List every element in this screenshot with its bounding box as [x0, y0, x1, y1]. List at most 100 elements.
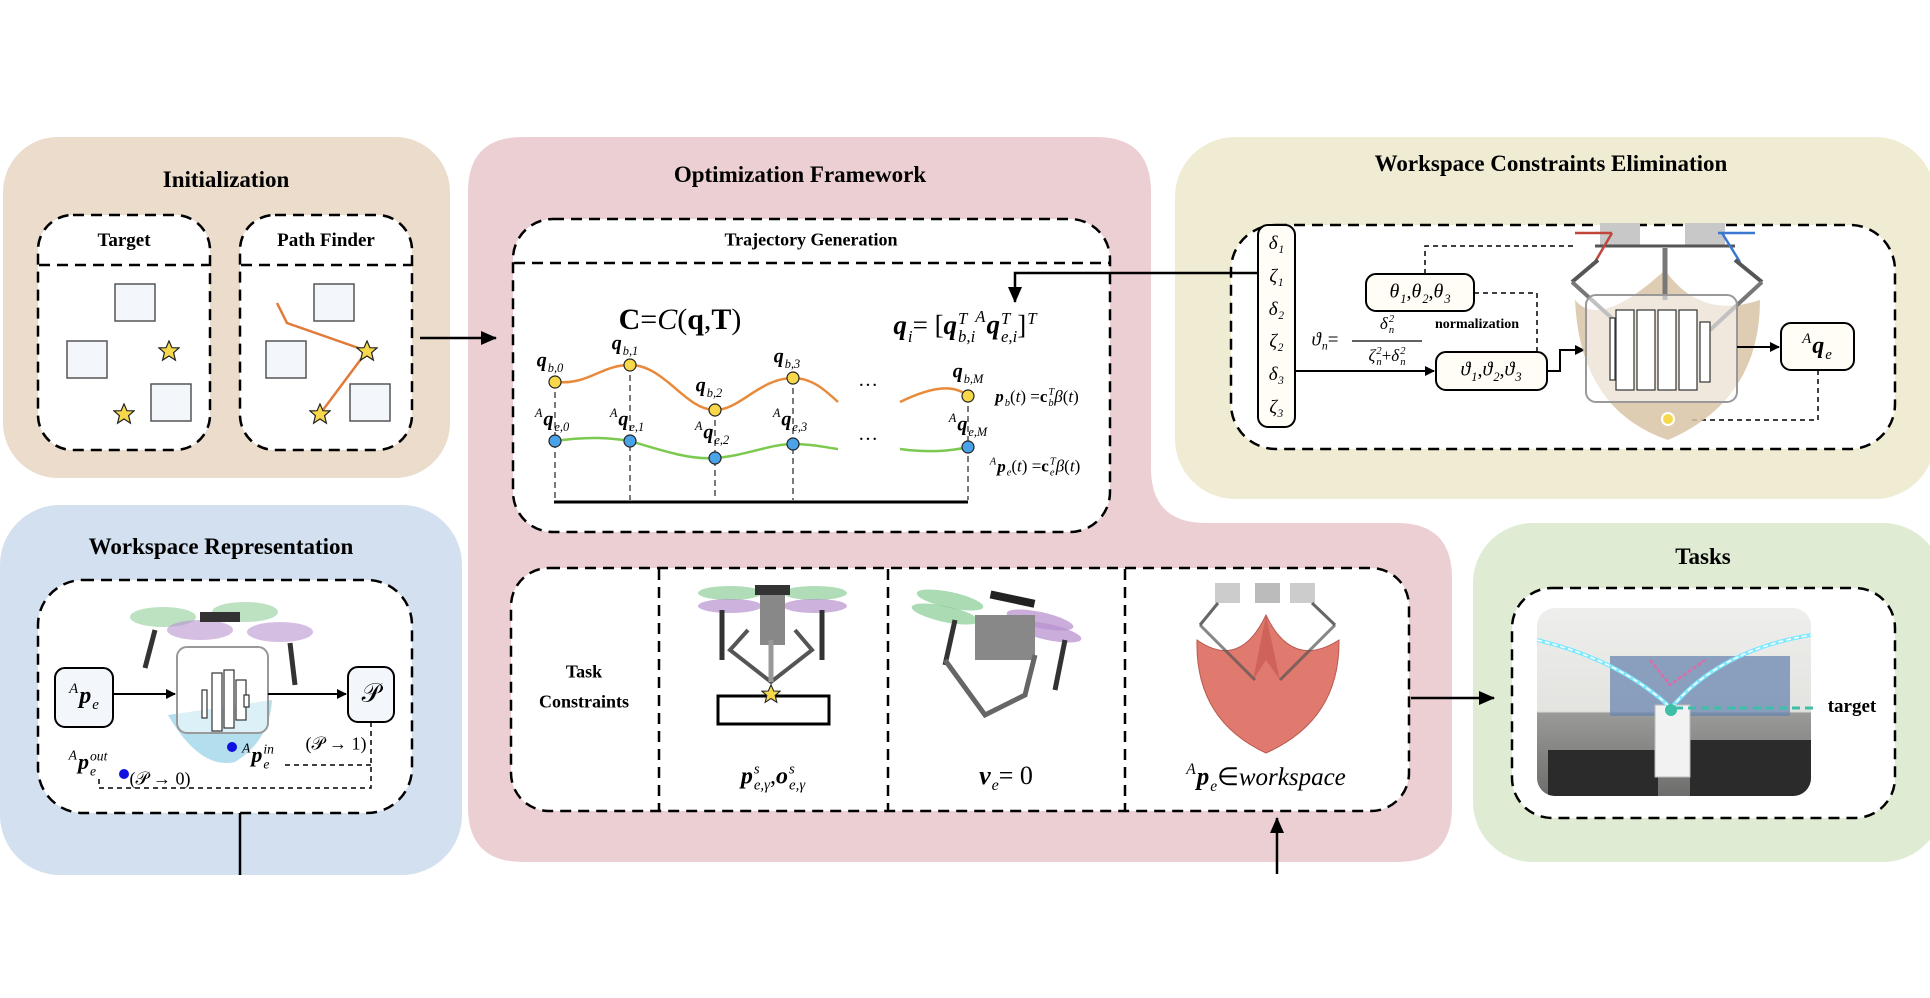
task-constraints-label-line2: Constraints [538, 691, 630, 712]
input-label: Ap e [69, 681, 99, 714]
drone-tilted-illustration [911, 589, 1082, 719]
end-effector-point [1661, 412, 1675, 426]
math-token: β [1055, 457, 1065, 477]
ee-waypoint-label: Aq e,3 [773, 406, 807, 434]
velocity-constraint: v e = 0 [979, 761, 1033, 795]
math-token: 𝒫 [361, 678, 381, 708]
ee-waypoint-label: Aq e,2 [695, 419, 729, 447]
ee-waypoint [961, 440, 975, 454]
math-token: , [1499, 358, 1505, 381]
angles-to-network-arrow [1547, 345, 1585, 372]
tasks-title: Tasks [1675, 544, 1731, 569]
obstacle [313, 283, 355, 322]
ellipsis-ee: ··· [858, 428, 878, 451]
normalization-formula-lhs: ϑ n = [1312, 329, 1339, 354]
task-constraints-label-line1: Task [565, 661, 603, 682]
ee-waypoint-label: Aq e,1 [610, 406, 644, 434]
math-token: , [703, 303, 712, 336]
initialization-title: Initialization [162, 167, 290, 192]
math-token: = [1327, 329, 1339, 351]
math-token: ϑ 3 [1504, 358, 1522, 384]
target-box [36, 213, 212, 452]
math-token: Ap e [69, 680, 99, 713]
ee-waypoint [548, 434, 562, 448]
math-token: t [1069, 457, 1075, 477]
math-token: t [1017, 457, 1022, 477]
obstacle [114, 283, 156, 322]
math-token: ( [1064, 457, 1070, 477]
dashed-link [1424, 245, 1575, 274]
math-token: ∈ [1217, 763, 1239, 791]
math-token: ( [1062, 386, 1069, 406]
trajectory-generation-title: Trajectory Generation [724, 229, 898, 250]
math-token: + [1381, 345, 1392, 365]
math-token: ( [1011, 457, 1018, 477]
math-token: workspace [1238, 763, 1346, 791]
math-token: Aq e,M [948, 410, 988, 440]
base-waypoint [623, 358, 637, 372]
network-layers [1609, 309, 1711, 391]
math-token: , [1428, 280, 1434, 303]
math-token: ϑ 1 [1460, 358, 1478, 384]
math-token: T [711, 303, 732, 336]
math-token: ϑ 2 [1482, 358, 1500, 384]
param-symbol: ζ₂ [1269, 331, 1284, 353]
math-token: ( [677, 303, 688, 336]
math-token: Ap e [1186, 760, 1218, 795]
obstacle [265, 340, 307, 379]
param-symbol: δ₂ [1268, 298, 1285, 320]
math-token: v e [979, 761, 999, 795]
math-token: q b,3 [773, 345, 801, 371]
math-token: ) [1073, 386, 1079, 406]
target-title: Target [97, 230, 151, 251]
delta-robot-workspace-illustration [1570, 223, 1764, 440]
param-symbol: ζ₃ [1269, 396, 1284, 418]
normalized-angles-label: ϑ 1, ϑ 2, ϑ 3 [1460, 358, 1521, 384]
drone-grasp-illustration [698, 585, 847, 726]
math-token: q b,1 [611, 332, 639, 358]
outside-value: (𝒫 → 0) [129, 768, 191, 789]
ellipsis-base: ··· [858, 374, 878, 397]
workspace-constraint: Ap e ∈ workspace [1186, 761, 1346, 795]
math-token: C [657, 303, 678, 336]
math-token: ) = [1020, 386, 1040, 406]
math-token: q b,0 [536, 349, 564, 375]
trajectory-generation-box [511, 217, 1112, 534]
inside-sample-point [227, 742, 237, 752]
obstacle [66, 340, 108, 379]
math-token: ) = [1021, 457, 1042, 477]
base-waypoint-label: q b,M [953, 360, 984, 386]
math-token: p b [995, 386, 1010, 410]
math-token: ]T [1017, 308, 1037, 340]
inside-value: (𝒫 → 1) [305, 733, 367, 754]
ee-waypoint-label: Aq e,M [949, 411, 988, 439]
math-token: θ 2 [1411, 280, 1429, 306]
path-finder-box [238, 213, 414, 452]
math-token: Aq e,2 [694, 418, 730, 448]
params-box [1257, 224, 1296, 428]
ee-waypoint [623, 434, 637, 448]
base-waypoint-label: q b,2 [696, 374, 723, 400]
trajectory-plot [548, 358, 975, 504]
math-token: t [1068, 386, 1074, 406]
dashed-link [1474, 292, 1538, 352]
base-waypoint-label: q b,1 [612, 332, 639, 358]
ee-waypoint [786, 437, 800, 451]
workspace-mesh-illustration [1196, 583, 1340, 754]
param-symbol: ζ₁ [1269, 265, 1284, 287]
outside-sample-point [119, 769, 129, 779]
